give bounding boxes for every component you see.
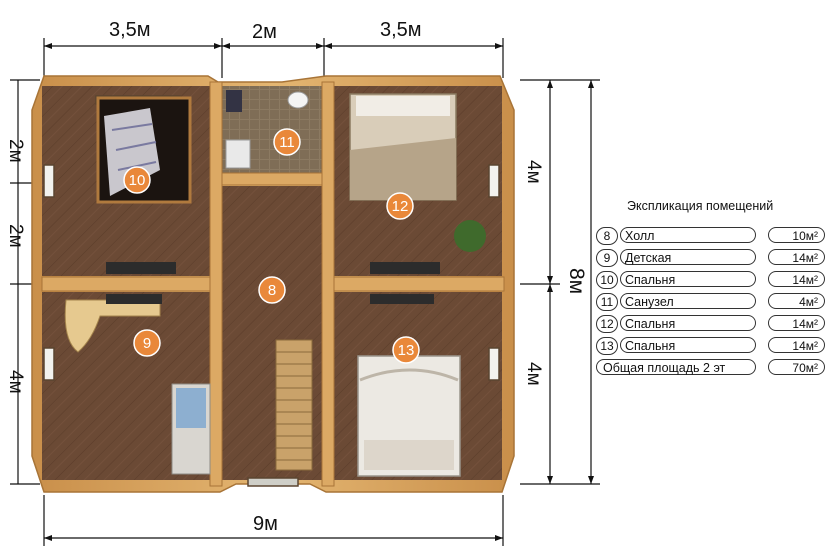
bed-room-12 [349, 93, 486, 252]
svg-text:8: 8 [268, 282, 276, 299]
interior-walls [41, 81, 505, 487]
room-badge-12: 12 [386, 192, 414, 220]
legend-row-area: 14м² [768, 337, 825, 353]
svg-text:11: 11 [279, 134, 295, 151]
room-badge-11: 11 [273, 128, 301, 156]
legend-row-name: Санузел [620, 293, 756, 309]
legend-row: 10 Спальня 14м² [596, 271, 825, 289]
dressers [106, 262, 440, 304]
legend-row-number: 12 [596, 315, 618, 333]
dim-left-top: 2м [5, 139, 26, 163]
staircase [275, 339, 313, 471]
legend-row-area: 4м² [768, 293, 825, 309]
room-badge-10: 10 [123, 166, 151, 194]
legend-row-area: 10м² [768, 227, 825, 243]
desk-room-9 [64, 299, 211, 475]
legend-row-name: Детская [620, 249, 756, 265]
legend-total-row: Общая площадь 2 эт 70м² [596, 359, 825, 377]
legend-row-area: 14м² [768, 315, 825, 331]
svg-text:13: 13 [398, 342, 415, 359]
house [31, 75, 515, 493]
dimension-arrows [44, 43, 594, 541]
legend-row-name: Спальня [620, 337, 756, 353]
legend-row-number: 8 [596, 227, 618, 245]
legend-row: 9 Детская 14м² [596, 249, 825, 267]
room-badge-8: 8 [258, 276, 286, 304]
legend-title: Экспликация помещений [627, 199, 774, 213]
legend-row-name: Спальня [620, 315, 756, 331]
legend-row-number: 10 [596, 271, 618, 289]
dim-left-bottom: 4м [5, 370, 26, 394]
legend-row: 12 Спальня 14м² [596, 315, 825, 333]
svg-text:9: 9 [143, 335, 151, 352]
legend-row: 11 Санузел 4м² [596, 293, 825, 311]
dim-top-mid: 2м [252, 21, 277, 43]
bath-fixtures [225, 90, 309, 169]
legend-row-number: 11 [596, 293, 618, 311]
legend-total-area: 70м² [768, 359, 825, 375]
legend-total-label: Общая площадь 2 эт [596, 359, 756, 375]
svg-text:10: 10 [129, 172, 146, 189]
legend-row-area: 14м² [768, 249, 825, 265]
legend-row-number: 13 [596, 337, 618, 355]
legend-row-name: Спальня [620, 271, 756, 287]
dim-right-top: 4м [523, 160, 544, 184]
dim-top-right: 3,5м [380, 19, 422, 41]
legend-row-area: 14м² [768, 271, 825, 287]
dim-left-mid: 2м [5, 224, 26, 248]
legend-row: 13 Спальня 14м² [596, 337, 825, 355]
svg-text:12: 12 [392, 198, 409, 215]
dim-bottom: 9м [253, 513, 278, 535]
bed-room-13 [357, 355, 461, 477]
legend-row-name: Холл [620, 227, 756, 243]
dim-right-total: 8м [565, 268, 588, 294]
legend-row: 8 Холл 10м² [596, 227, 825, 245]
room-badge-13: 13 [392, 336, 420, 364]
room-badge-9: 9 [133, 329, 161, 357]
legend-row-number: 9 [596, 249, 618, 267]
dim-right-bottom: 4м [523, 362, 544, 386]
dim-top-left: 3,5м [109, 19, 151, 41]
